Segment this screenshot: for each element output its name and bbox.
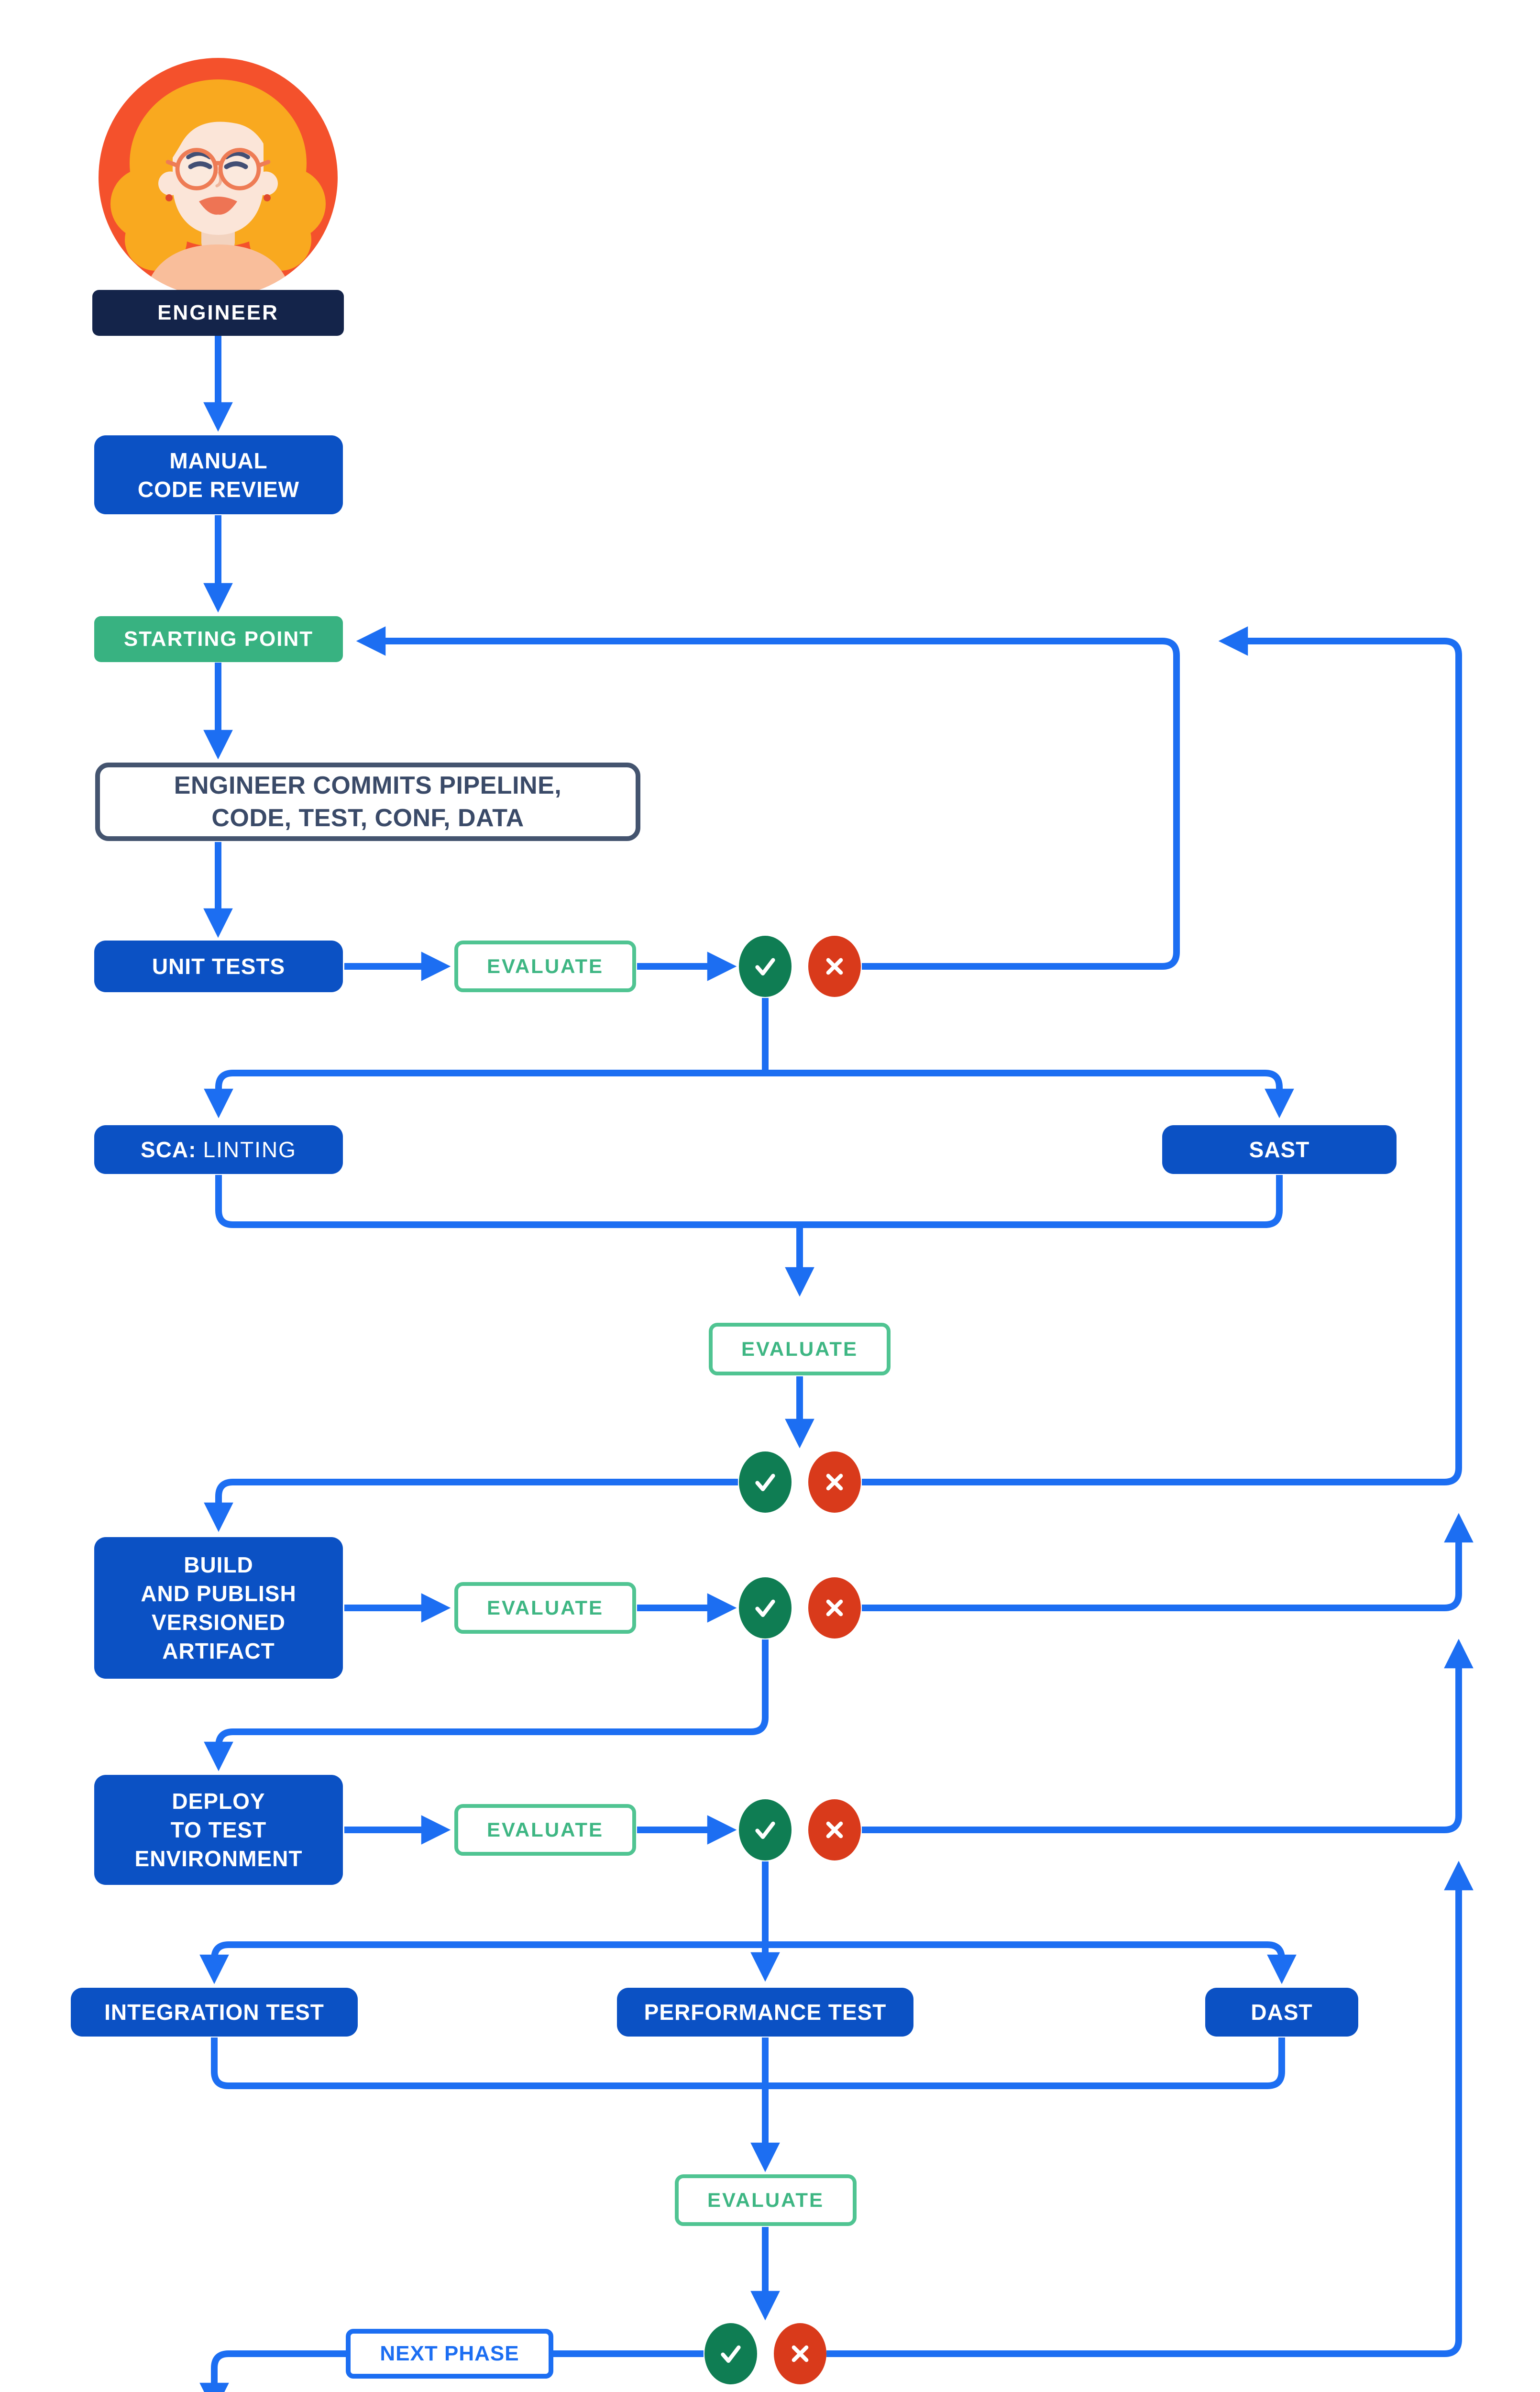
check-icon [755, 1821, 775, 1839]
x-icon [826, 1473, 843, 1491]
build-line-4: ARTIFACT [162, 1639, 275, 1663]
x-icon [826, 1821, 843, 1838]
fail-x-unit [808, 936, 861, 997]
node-build-artifact: BUILD AND PUBLISH VERSIONED ARTIFACT [94, 1537, 343, 1679]
node-engineer: ENGINEER [92, 290, 344, 336]
node-evaluate-tests: EVALUATE [675, 2174, 857, 2226]
pass-check-deploy [739, 1799, 792, 1860]
node-unit-tests: UNIT TESTS [94, 941, 343, 992]
pass-check-next-phase [704, 2323, 757, 2384]
dast-label: DAST [1251, 2000, 1313, 2025]
pass-check-sca-sast [739, 1451, 792, 1513]
x-icon [792, 2345, 809, 2362]
unit-tests-label: UNIT TESTS [152, 954, 286, 979]
starting-point-label: STARTING POINT [123, 627, 314, 651]
evaluate-sca-sast-label: EVALUATE [741, 1338, 858, 1360]
node-manual-code-review: MANUAL CODE REVIEW [94, 435, 343, 514]
node-starting-point: STARTING POINT [94, 616, 343, 662]
check-icon [721, 2345, 741, 2363]
evaluate-deploy-label: EVALUATE [486, 1818, 604, 1841]
manual-line-1: MANUAL [169, 448, 268, 473]
check-icon [755, 958, 775, 975]
build-line-1: BUILD [184, 1552, 253, 1577]
fail-x-sca-sast [808, 1451, 861, 1513]
deploy-line-3: ENVIRONMENT [134, 1846, 303, 1871]
x-icon [826, 958, 843, 975]
node-sast: SAST [1162, 1125, 1397, 1174]
node-dast: DAST [1205, 1988, 1358, 2037]
evaluate-build-label: EVALUATE [486, 1596, 604, 1619]
commits-line-2: CODE, TEST, CONF, DATA [211, 804, 524, 832]
commits-line-1: ENGINEER COMMITS PIPELINE, [174, 772, 562, 799]
manual-line-2: CODE REVIEW [137, 476, 300, 502]
node-integration-test: INTEGRATION TEST [71, 1988, 358, 2037]
sast-label: SAST [1249, 1137, 1310, 1162]
integration-test-label: INTEGRATION TEST [104, 2000, 324, 2025]
sca-label-rest: LINTING [203, 1137, 297, 1162]
fail-x-deploy [808, 1799, 861, 1860]
check-icon [755, 1473, 775, 1491]
evaluate-tests-label: EVALUATE [707, 2189, 825, 2211]
engineer-avatar [99, 58, 338, 297]
engineer-avatar-illustration [99, 58, 338, 297]
x-icon [826, 1599, 843, 1617]
pass-check-build [739, 1577, 792, 1639]
node-performance-test: PERFORMANCE TEST [617, 1988, 913, 2037]
node-evaluate-sca-sast: EVALUATE [709, 1323, 891, 1375]
node-engineer-commits: ENGINEER COMMITS PIPELINE, CODE, TEST, C… [95, 763, 640, 841]
node-evaluate-unit: EVALUATE [454, 941, 636, 992]
node-evaluate-deploy: EVALUATE [454, 1804, 636, 1856]
fail-x-build [808, 1577, 861, 1639]
check-icon [755, 1599, 775, 1617]
fail-x-next-phase [774, 2323, 826, 2384]
node-sca-linting: SCA: LINTING [94, 1125, 343, 1174]
performance-test-label: PERFORMANCE TEST [644, 2000, 887, 2025]
build-line-3: VERSIONED [152, 1610, 286, 1635]
sca-label-bold: SCA: [141, 1137, 197, 1162]
deploy-line-2: TO TEST [170, 1817, 267, 1842]
next-phase-label: NEXT PHASE [380, 2342, 519, 2365]
node-next-phase: NEXT PHASE [346, 2329, 553, 2379]
pass-check-unit [739, 936, 792, 997]
evaluate-unit-label: EVALUATE [486, 955, 604, 977]
build-line-2: AND PUBLISH [141, 1581, 297, 1606]
node-deploy-test-env: DEPLOY TO TEST ENVIRONMENT [94, 1775, 343, 1885]
node-evaluate-build: EVALUATE [454, 1582, 636, 1634]
engineer-label: ENGINEER [157, 301, 279, 324]
deploy-line-1: DEPLOY [172, 1789, 265, 1814]
